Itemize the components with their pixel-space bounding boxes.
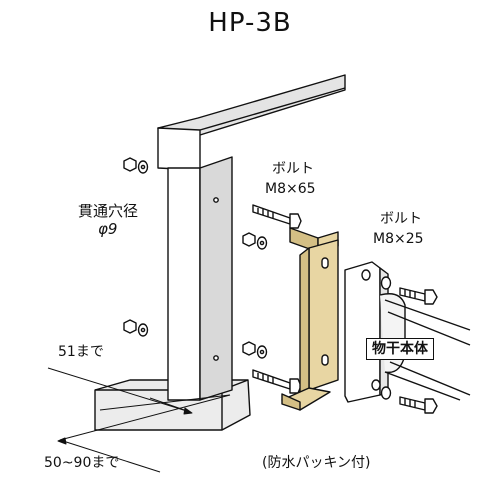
bracket xyxy=(281,227,339,411)
long-bolt-top xyxy=(252,204,302,229)
drying-unit-label: 物干本体 xyxy=(366,338,434,360)
nut-washer-bottom-left xyxy=(123,319,149,337)
bolt-right-name: ボルト xyxy=(380,211,422,227)
through-hole-label: 貫通穴径 xyxy=(78,202,139,220)
long-bolt-bottom xyxy=(252,369,302,394)
top-rail xyxy=(157,74,346,171)
dimension-lines xyxy=(47,367,231,473)
bolt-left-size: M8×65 xyxy=(265,181,316,197)
short-bolt-top xyxy=(380,276,438,305)
bolt-right-size: M8×25 xyxy=(373,231,424,247)
dimension-50-90-label: 50~90まで xyxy=(44,455,120,471)
nut-washer-top-left xyxy=(123,157,149,174)
drying-unit-plate xyxy=(344,261,471,403)
short-bolt-bottom xyxy=(380,386,438,414)
nut-washer-top-right xyxy=(242,232,268,250)
nut-washer-bottom-right xyxy=(242,341,268,359)
dimension-51-label: 51まで xyxy=(58,344,104,360)
hole-diameter-label: φ9 xyxy=(98,220,118,238)
bolt-left-name: ボルト xyxy=(272,161,314,177)
vertical-post xyxy=(167,156,233,401)
waterproof-packing-label: (防水パッキン付) xyxy=(262,455,371,471)
product-title: HP-3B xyxy=(208,8,292,38)
